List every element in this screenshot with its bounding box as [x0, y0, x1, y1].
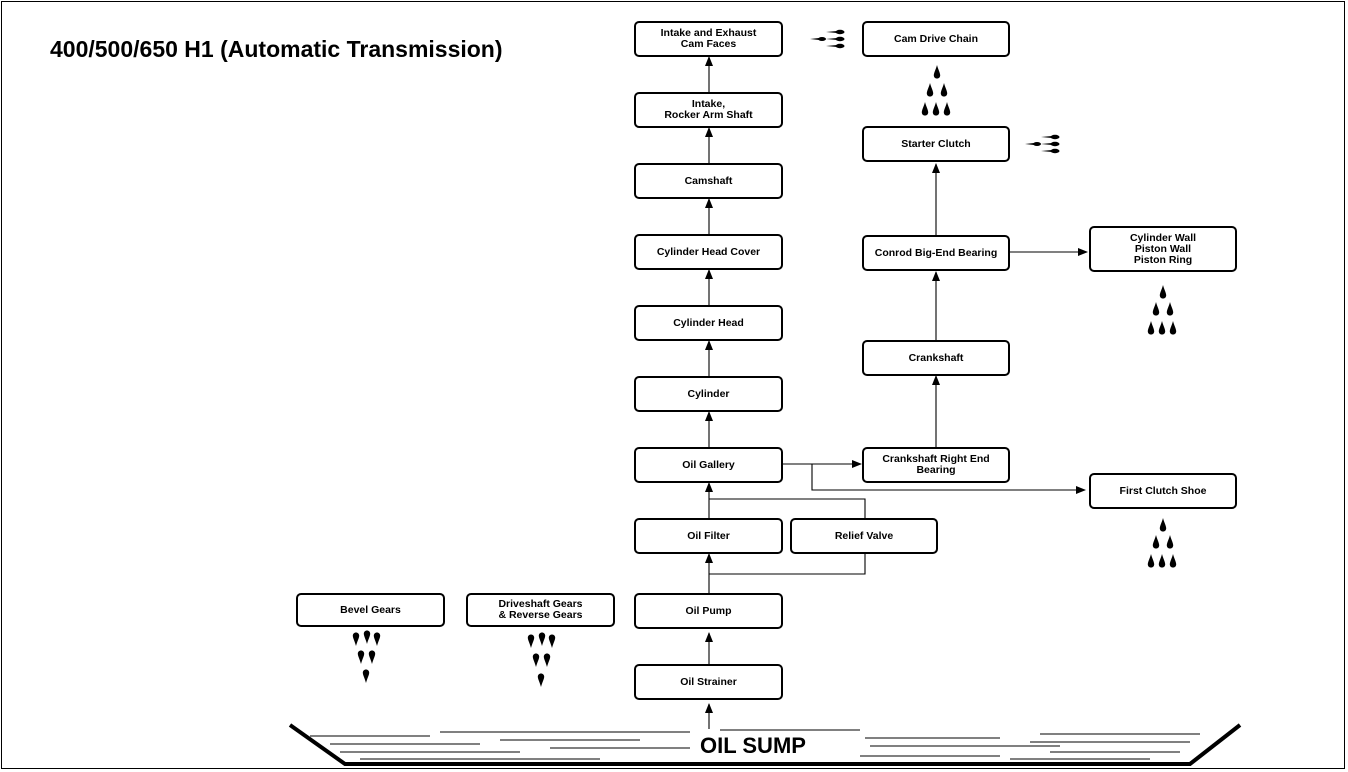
line-relief-return [709, 498, 866, 520]
node-crankshaft-right-end: Crankshaft Right End Bearing [862, 447, 1010, 483]
node-cam-faces: Intake and Exhaust Cam Faces [634, 21, 783, 57]
node-oil-pump: Oil Pump [634, 593, 783, 629]
node-conrod-big-end: Conrod Big-End Bearing [862, 235, 1010, 271]
line-pump-to-relief [709, 553, 866, 575]
arrow-gallery-to-first-clutch [811, 464, 1086, 494]
oil-sump-outline [288, 723, 1242, 766]
oil-drops-icon-bevel-gears [352, 630, 381, 683]
node-cylinder-head: Cylinder Head [634, 305, 783, 341]
oil-spray-icon-starter-clutch [1025, 134, 1060, 154]
node-rocker-arm-shaft: Intake, Rocker Arm Shaft [634, 92, 783, 128]
node-cam-drive-chain: Cam Drive Chain [862, 21, 1010, 57]
oil-drops-icon-driveshaft-gears [527, 632, 556, 687]
oil-drops-icon-first-clutch [1147, 518, 1177, 568]
node-oil-strainer: Oil Strainer [634, 664, 783, 700]
node-cylinder-head-cover: Cylinder Head Cover [634, 234, 783, 270]
oil-spray-icon-cam-faces [810, 29, 845, 49]
oil-drops-icon-cylinder-wall [1147, 285, 1177, 335]
node-crankshaft: Crankshaft [862, 340, 1010, 376]
oil-drops-icon-cam-drive-chain [921, 65, 951, 116]
oil-sump-label: OIL SUMP [700, 733, 806, 758]
node-cylinder: Cylinder [634, 376, 783, 412]
node-oil-gallery: Oil Gallery [634, 447, 783, 483]
diagram-title: 400/500/650 H1 (Automatic Transmission) [50, 36, 503, 62]
oil-sump-waves [310, 729, 1200, 760]
node-driveshaft-gears: Driveshaft Gears & Reverse Gears [466, 593, 615, 627]
node-oil-filter: Oil Filter [634, 518, 783, 554]
node-camshaft: Camshaft [634, 163, 783, 199]
node-bevel-gears: Bevel Gears [296, 593, 445, 627]
node-first-clutch-shoe: First Clutch Shoe [1089, 473, 1237, 509]
node-cylinder-wall: Cylinder Wall Piston Wall Piston Ring [1089, 226, 1237, 272]
node-relief-valve: Relief Valve [790, 518, 938, 554]
node-starter-clutch: Starter Clutch [862, 126, 1010, 162]
